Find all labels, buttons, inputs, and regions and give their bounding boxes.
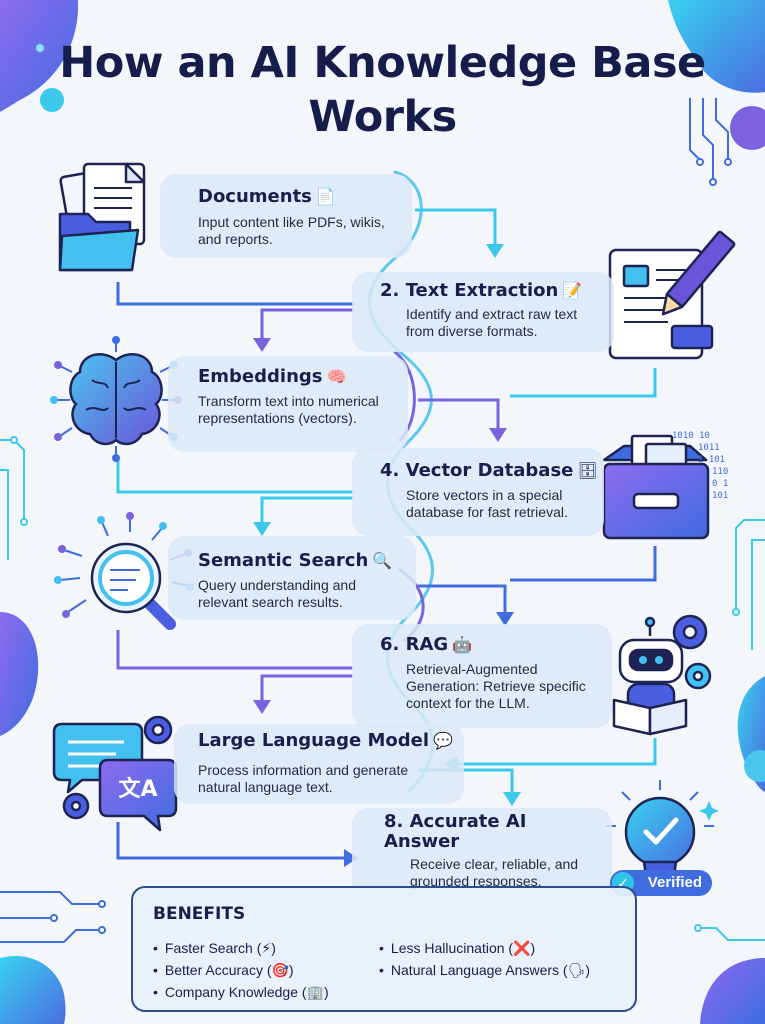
decorative-blob-bottom-left bbox=[0, 955, 66, 1024]
step-desc-rag: Retrieval-Augmented Generation: Retrieve… bbox=[406, 661, 586, 711]
step-card-language-model bbox=[174, 724, 464, 804]
documents-icon bbox=[58, 162, 146, 272]
cabinet-emoji-icon: 🗄 bbox=[577, 461, 598, 480]
circuit-lines-left bbox=[0, 436, 28, 560]
step-title-embeddings: Embeddings🧠 bbox=[198, 366, 347, 387]
circuit-lines-bottom-right bbox=[694, 924, 765, 941]
benefits-panel: BENEFITS Faster Search (⚡) Better Accura… bbox=[131, 886, 637, 1012]
brain-icon bbox=[50, 336, 182, 462]
step-card-accurate-answer bbox=[352, 808, 612, 900]
step-title-vector-database: 4. Vector Database🗄 bbox=[380, 460, 598, 481]
magnifier-emoji-icon: 🔍 bbox=[372, 551, 393, 570]
lightbulb-check-icon bbox=[606, 780, 719, 878]
step-card-semantic-search bbox=[168, 536, 416, 620]
memo-emoji-icon: 📝 bbox=[562, 281, 583, 300]
step-desc-text-extraction: Identify and extract raw text from diver… bbox=[406, 306, 578, 339]
binary-digits-6: 101 bbox=[712, 491, 728, 501]
verified-badge: ✓ Verified bbox=[610, 870, 712, 896]
decorative-blob-bottom-right bbox=[700, 958, 765, 1024]
step-card-vector-database bbox=[352, 448, 604, 536]
step-title-rag: 6. RAG🤖 bbox=[380, 634, 473, 655]
step-desc-accurate-answer: Receive clear, reliable, and grounded re… bbox=[410, 856, 579, 889]
binary-digits-3: 1 101 bbox=[698, 455, 725, 465]
decorative-blob-top-left bbox=[0, 0, 79, 112]
step-desc-embeddings: Transform text into numerical representa… bbox=[198, 393, 379, 426]
page-title: How an AI Knowledge Base Works bbox=[59, 38, 706, 142]
benefit-item: Better Accuracy (🎯) bbox=[153, 962, 294, 979]
binary-digits-4: 110 bbox=[712, 467, 728, 477]
benefits-title: BENEFITS bbox=[153, 904, 246, 924]
step-title-documents: Documents📄 bbox=[198, 186, 336, 207]
step-card-embeddings bbox=[168, 356, 408, 452]
document-emoji-icon: 📄 bbox=[315, 187, 336, 206]
benefit-item: Less Hallucination (❌) bbox=[379, 940, 535, 957]
circuit-lines-bottom-left bbox=[0, 891, 106, 943]
step-card-documents bbox=[160, 174, 412, 258]
robot-emoji-icon: 🤖 bbox=[452, 635, 473, 654]
semantic-search-icon bbox=[54, 512, 194, 630]
speech-bubble-emoji-icon: 💬 bbox=[433, 731, 453, 750]
language-model-icon: 文A bbox=[52, 715, 178, 832]
step-card-text-extraction bbox=[352, 272, 614, 352]
flow-arrows bbox=[116, 208, 657, 867]
step-title-semantic-search: Semantic Search🔍 bbox=[198, 550, 393, 571]
binary-digits-1: 1010 10 bbox=[672, 431, 710, 441]
step-title-accurate-answer: 8. Accurate AI Answer bbox=[384, 811, 527, 852]
benefit-item: Faster Search (⚡) bbox=[153, 940, 276, 957]
vector-database-icon: 1010 10 1011 1 101 110 0 1 101 bbox=[602, 431, 728, 540]
step-desc-semantic-search: Query understanding and relevant search … bbox=[198, 577, 356, 610]
text-extraction-icon bbox=[608, 230, 736, 360]
translate-glyph: 文A bbox=[118, 776, 157, 802]
binary-digits-2: 1011 bbox=[698, 443, 720, 453]
decorative-blob-top-right bbox=[668, 0, 765, 150]
step-desc-vector-database: Store vectors in a special database for … bbox=[406, 487, 568, 520]
circuit-lines-right bbox=[732, 519, 765, 650]
binary-digits-5: 0 1 bbox=[712, 479, 728, 489]
brain-emoji-icon: 🧠 bbox=[326, 367, 347, 386]
step-title-language-model: Large Language Model💬 bbox=[198, 730, 453, 751]
robot-icon bbox=[612, 614, 712, 736]
decorative-blob-right bbox=[737, 676, 765, 792]
benefit-item: Natural Language Answers (🗣) bbox=[379, 962, 590, 979]
step-desc-documents: Input content like PDFs, wikis, and repo… bbox=[198, 214, 385, 247]
verified-label: Verified bbox=[647, 874, 702, 891]
step-desc-language-model: Process information and generate natural… bbox=[198, 762, 409, 795]
decorative-blob-left bbox=[0, 612, 39, 736]
circuit-lines-top-right bbox=[689, 98, 732, 186]
benefit-item: Company Knowledge (🏢) bbox=[153, 984, 329, 1001]
step-card-rag bbox=[352, 624, 612, 728]
step-title-text-extraction: 2. Text Extraction📝 bbox=[380, 280, 583, 301]
